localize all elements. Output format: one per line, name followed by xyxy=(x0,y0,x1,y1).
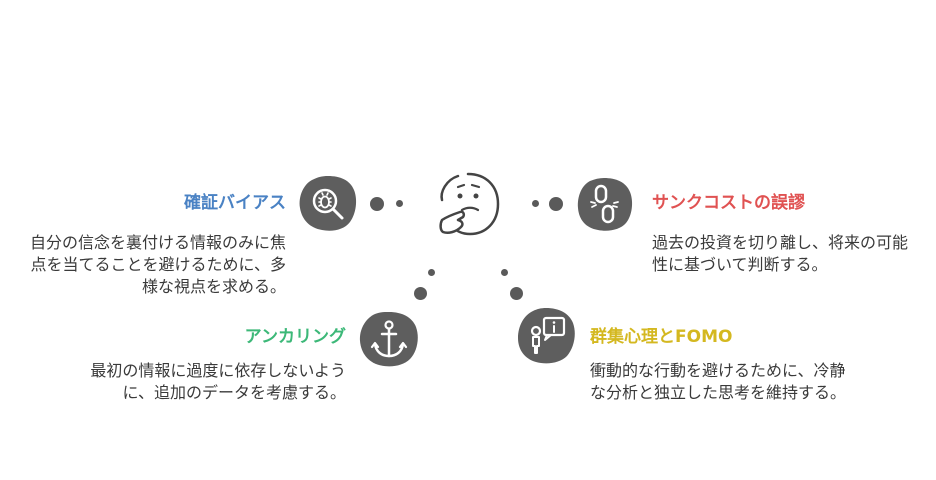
connector-dot xyxy=(510,287,523,300)
connector-dot xyxy=(549,197,563,211)
person-info-icon xyxy=(516,306,576,366)
herd-fomo-description: 衝動的な行動を避けるために、冷静な分析と独立した思考を維持する。 xyxy=(590,361,847,402)
thinking-face-icon xyxy=(432,170,504,242)
confirmation-bias-description: 自分の信念を裏付ける情報のみに焦点を当てることを避けるために、多様な視点を求める… xyxy=(29,233,286,296)
sunk-cost-description: 過去の投資を切り離し、将来の可能性に基づいて判断する。 xyxy=(652,233,909,274)
connector-dot xyxy=(501,269,508,276)
connector-dot xyxy=(370,197,384,211)
connector-dot xyxy=(428,269,435,276)
connector-dot xyxy=(414,287,427,300)
anchoring-title: アンカリング xyxy=(244,327,346,347)
sunk-cost-title: サンクコストの誤謬 xyxy=(652,193,805,213)
bug-magnifier-icon xyxy=(298,174,358,232)
anchor-icon xyxy=(358,310,420,368)
broken-link-icon xyxy=(576,176,634,232)
connector-dot xyxy=(396,200,403,207)
confirmation-bias-title: 確証バイアス xyxy=(184,193,286,213)
connector-dot xyxy=(532,200,539,207)
anchoring-description: 最初の情報に過度に依存しないように、追加のデータを考慮する。 xyxy=(90,361,346,402)
herd-fomo-title: 群集心理とFOMO xyxy=(590,327,733,347)
